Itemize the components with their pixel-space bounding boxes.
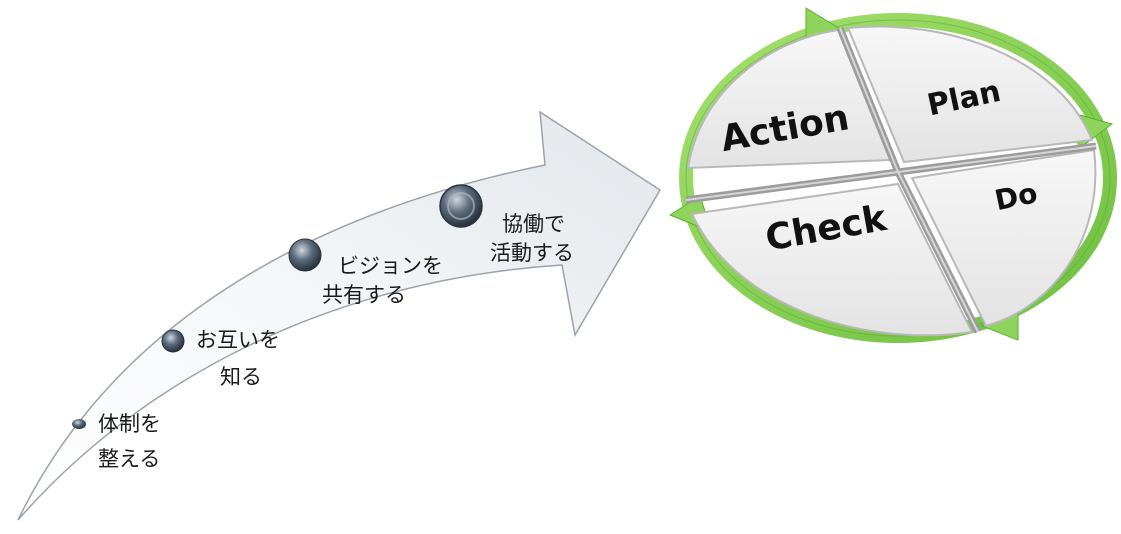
step-bullet-1: [72, 419, 86, 429]
progress-arrow: [17, 110, 662, 521]
step-label-3: ビジョンを 共有する: [322, 254, 443, 308]
step-label-1: 体制を 整える: [98, 412, 161, 472]
step-bullets: [72, 184, 483, 429]
step-4-line1: 協働で: [502, 212, 565, 236]
step-bullet-2: [161, 329, 185, 353]
step-1-line2: 整える: [98, 447, 161, 472]
step-2-line2: 知る: [220, 365, 262, 390]
step-3-line1: ビジョンを: [338, 254, 443, 278]
step-2-line1: お互いを: [196, 328, 280, 352]
step-bullet-3: [288, 238, 322, 272]
quadrant-check: [690, 182, 974, 337]
step-label-2: お互いを 知る: [196, 328, 280, 390]
step-1-line1: 体制を: [98, 412, 161, 436]
progress-arrow-body: [17, 110, 662, 521]
quadrant-plan: [846, 25, 1094, 164]
step-bullet-4: [439, 184, 483, 228]
quadrant-do: [910, 148, 1097, 328]
step-3-line2: 共有する: [322, 283, 406, 308]
pdca-wheel: Action Plan Do Check: [668, 7, 1117, 343]
step-label-4: 協働で 活動する: [490, 212, 574, 266]
quadrant-action: [686, 28, 892, 170]
step-4-line2: 活動する: [490, 241, 574, 266]
pdca-quadrants: [685, 25, 1097, 337]
